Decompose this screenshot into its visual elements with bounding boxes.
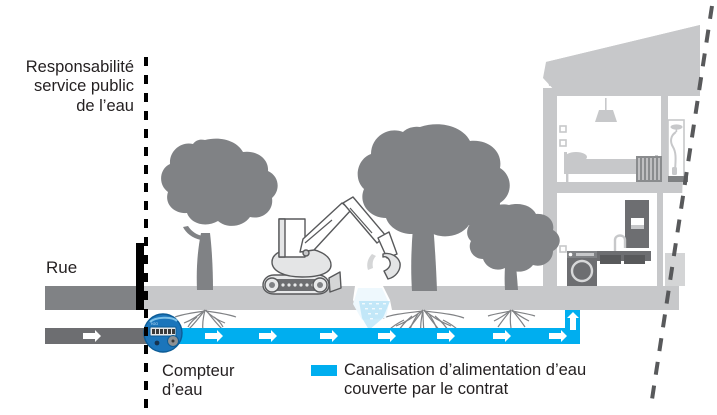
property-limit-post [136,243,144,310]
flow-arrow [549,330,567,342]
excavator-dirt [367,254,376,270]
excavator-boom-pivot [302,249,310,257]
water-leak-spray [359,301,390,330]
flow-arrow-group-public [83,330,101,342]
excavator-cylinder-arm [349,207,373,234]
kitchen-counter [596,251,651,261]
trench [353,286,392,330]
flow-arrow [205,330,223,342]
water-meter-port [154,340,160,346]
radiator-upper-icon [636,156,662,182]
house-mid-floor [543,182,689,193]
bed-headboard [564,152,567,174]
tree-right [467,204,560,290]
tree-left [161,138,278,290]
kitchen-sink-basin-left [600,255,621,264]
roots-tree-left [174,309,237,332]
excavator-blade [328,271,342,293]
bed-leg-left [566,174,569,182]
bed-frame [565,167,658,174]
shower-icon [667,119,685,183]
boundary-lines [136,5,714,408]
excavator [262,196,401,295]
house [519,25,700,310]
house-wall-left [543,88,557,310]
roots-tree-right [487,309,536,329]
wall-switch-upper-icon [559,125,567,133]
tree-left-crown [161,138,278,226]
legend-label: Canalisation d’alimentation d’eau couver… [344,361,587,399]
flow-arrow [493,330,511,342]
excavator-tracks [262,274,330,295]
kitchen-sink-basin-right [624,255,645,264]
street-label: Rue [46,258,78,277]
pipe-covered-horizontal [157,328,580,344]
tree-center-crown [357,124,510,237]
house-roof-mass [551,26,700,96]
house-ground-slab [519,286,679,310]
responsibility-label: Responsabilité service public de l’eau [25,58,134,115]
pipes [45,310,580,344]
tree-left-trunk [196,233,213,290]
flow-arrow [259,330,277,342]
house-roof-underside [546,25,700,86]
excavator-boom [299,202,352,253]
kitchen-partition-wall [657,193,663,286]
excavator-bucket [382,252,401,280]
water-meter-brand-text: H2O [151,322,158,326]
water-meter-dial-center [171,339,175,343]
bed-pillow [565,152,587,162]
utility-appliance [665,253,685,286]
water-meter: H2O [143,313,183,353]
flow-arrow [378,330,396,342]
wall-outlet-upper-icon [559,139,567,147]
kitchen-faucet-icon [613,234,627,251]
bedroom-furniture [559,98,688,183]
flow-arrow [320,330,338,342]
excavator-cab-post [278,218,286,258]
ceiling-lamp-cord [605,98,607,110]
water-meter-highlight [149,316,178,323]
refrigerator-icon [625,200,649,248]
upper-ledge [668,176,688,182]
bed-mattress [565,159,658,167]
kitchen-furniture [559,200,685,286]
flow-arrow-up [567,312,579,330]
tree-left-branch [183,226,203,240]
street-band [45,286,143,310]
bedroom-partition-wall [661,96,668,182]
ceiling-lamp-icon [595,110,617,122]
water-meter-label: Compteur d’eau [162,362,235,400]
washing-machine-icon [567,251,597,286]
flow-arrow [83,330,101,342]
trees [161,124,560,291]
excavator-stick [377,231,398,259]
legend-color-swatch [311,365,337,376]
wall-outlet-lower-icon [559,245,567,253]
excavator-cylinder-boom [304,219,333,244]
tree-center [357,124,510,291]
tree-right-crown [467,204,560,272]
water-meter-digits [152,329,175,334]
flow-arrow [437,330,455,342]
property-edge-dashed [649,5,714,407]
flow-arrow-group-covered [205,312,579,342]
